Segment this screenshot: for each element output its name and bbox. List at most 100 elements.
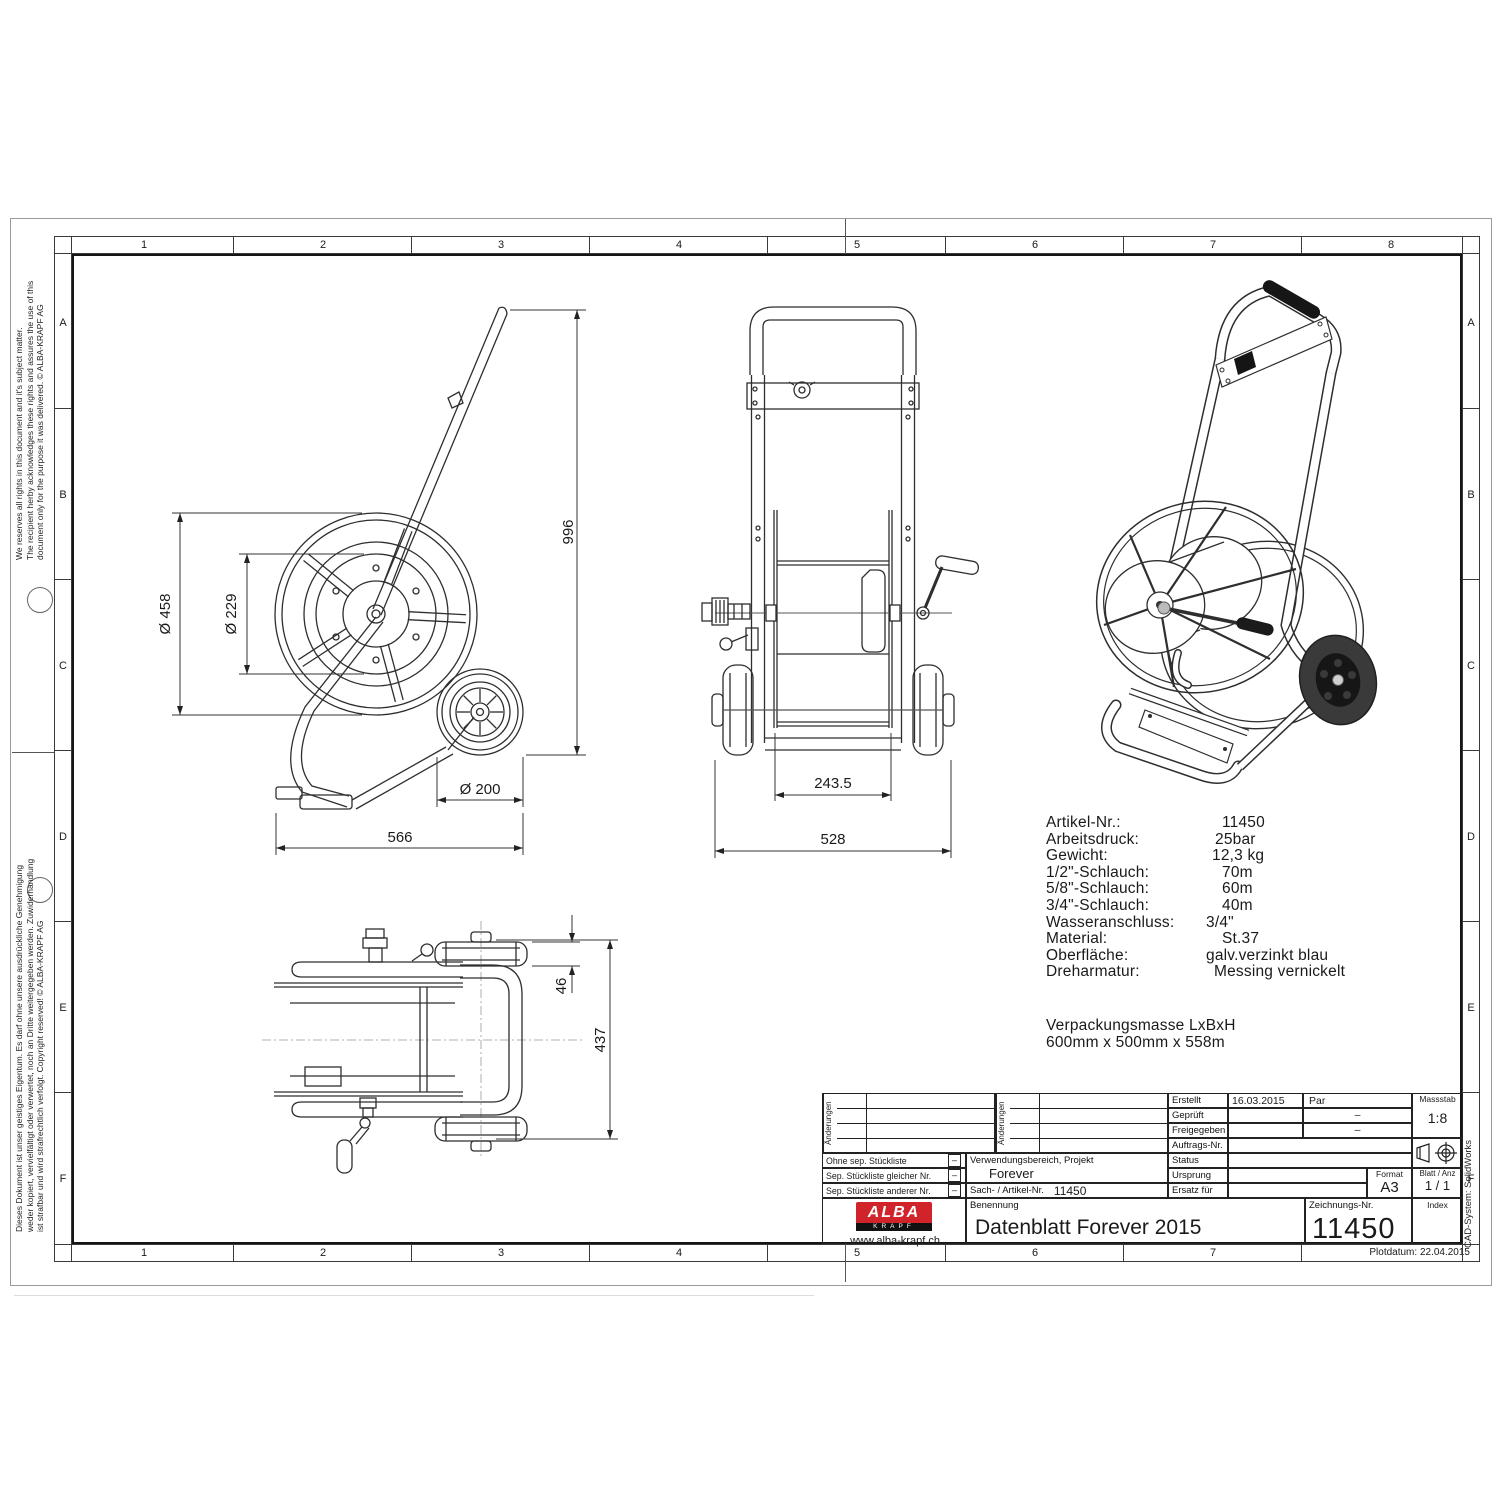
projection-symbol-cell: [1412, 1138, 1463, 1168]
spec-label: Wasseranschluss:: [1046, 913, 1175, 931]
drawing-frame: [72, 254, 1462, 1244]
packaging-value: 600mm x 500mm x 558m: [1046, 1033, 1225, 1051]
top-view-drawing: 46 437: [262, 915, 618, 1174]
copyright-notice-german: Dieses Dokument ist unser geistiges Eige…: [14, 858, 45, 1232]
meta-label: Ersatz für: [1168, 1183, 1228, 1198]
spec-value: 3/4": [1206, 913, 1234, 931]
border-col-label: 1: [140, 239, 148, 251]
meta-value: [1228, 1183, 1367, 1198]
spec-block: Artikel-Nr.:11450 Arbeitsdruck:25bar Gew…: [1046, 814, 1476, 1051]
blatt-label: Blatt / Anz: [1419, 1169, 1456, 1178]
plotdatum: Plotdatum: 22.04.2015: [1301, 1245, 1480, 1261]
stueckliste-checkbox: –: [948, 1154, 961, 1167]
spec-label: Material:: [1046, 930, 1108, 948]
benennung-cell: Benennung Datenblatt Forever 2015: [966, 1198, 1305, 1244]
border-row-label: C: [1463, 579, 1479, 751]
aenderungen-label: Änderungen: [996, 1094, 1011, 1152]
front-view-dimensions: [714, 733, 952, 858]
meta-value: 16.03.2015: [1228, 1093, 1303, 1108]
stueckliste-label: Sep. Stückliste anderer Nr.: [826, 1185, 931, 1196]
border-col-label: 1: [140, 1247, 148, 1259]
spec-value: 12,3 kg: [1212, 847, 1265, 865]
border-row-label: D: [1463, 750, 1479, 922]
punch-hole: [27, 587, 53, 613]
stueckliste-checkbox: –: [948, 1184, 961, 1197]
blatt-value: 1 / 1: [1424, 1178, 1451, 1193]
index-label: Index: [1427, 1200, 1448, 1210]
massstab-label: Massstab: [1419, 1094, 1456, 1104]
spec-value: 60m: [1222, 880, 1253, 898]
spec-value: 70m: [1222, 863, 1253, 881]
packaging-title: Verpackungsmasse LxBxH: [1046, 1016, 1236, 1034]
dim-label-width: 566: [387, 829, 412, 846]
stueckliste-row: Sep. Stückliste anderer Nr. –: [822, 1183, 966, 1198]
handle-grip: [1262, 280, 1321, 319]
dim-label-wheel-width: 46: [553, 978, 570, 995]
format-cell: Format A3: [1367, 1168, 1412, 1198]
border-col-label: 3: [411, 237, 590, 253]
centering-mark-left: [12, 752, 54, 753]
stueckliste-label: Sep. Stückliste gleicher Nr.: [826, 1170, 932, 1181]
blatt-cell: Blatt / Anz 1 / 1: [1412, 1168, 1463, 1198]
meta-label: Auftrags-Nr.: [1168, 1138, 1228, 1153]
crossbar-latch: [1234, 351, 1256, 375]
meta-label: Freigegeben: [1168, 1123, 1228, 1138]
project-label: Verwendungsbereich, Projekt: [970, 1155, 1094, 1166]
dim-label-flange-distance: 243.5: [814, 775, 852, 792]
border-band-top: 1 2 3 4 5 6 7 8: [54, 236, 1480, 254]
spec-label: 5/8"-Schlauch:: [1046, 880, 1150, 898]
index-cell: Index: [1412, 1198, 1463, 1244]
project-cell: Verwendungsbereich, Projekt Forever: [966, 1153, 1168, 1183]
meta-value: [1228, 1168, 1367, 1183]
dim-label-overall-width: 528: [820, 831, 845, 848]
meta-label: Status: [1168, 1153, 1228, 1168]
border-col-label: 2: [233, 237, 412, 253]
front-view-drawing: 243.5 528: [701, 306, 980, 858]
massstab-cell: Massstab 1:8: [1412, 1093, 1463, 1138]
border-col-label: 2: [233, 1245, 412, 1261]
spec-value: 40m: [1222, 896, 1253, 914]
crank-grip: [1236, 617, 1274, 636]
projection-symbol-icon: [1416, 1142, 1457, 1164]
border-col-label: 8: [1301, 237, 1480, 253]
border-row-label: E: [55, 921, 71, 1093]
meta-label: Geprüft: [1168, 1108, 1228, 1123]
project-value: Forever: [989, 1166, 1034, 1181]
logo-alba-text: ALBA: [856, 1202, 932, 1223]
border-col-label: 7: [1123, 237, 1302, 253]
artikel-label: Sach- / Artikel-Nr.: [970, 1185, 1044, 1196]
border-row-label: B: [1463, 408, 1479, 580]
aenderungen-label: Änderungen: [823, 1094, 838, 1152]
border-row-label: F: [55, 1092, 71, 1264]
artikel-cell: Sach- / Artikel-Nr. 11450: [966, 1183, 1168, 1198]
spec-value: galv.verzinkt blau: [1206, 946, 1329, 964]
spec-label: Oberfläche:: [1046, 946, 1129, 964]
side-view-dimensions: [172, 309, 586, 855]
centering-mark-top: [845, 219, 846, 254]
benennung-label: Benennung: [970, 1200, 1019, 1211]
dim-label-reel-inner: Ø 229: [223, 594, 240, 635]
logo-url: www.alba-krapf.ch: [850, 1235, 940, 1247]
border-band-bottom: 1 2 3 4 5 6 7 Plotdatum: 22.04.2015: [54, 1244, 1480, 1262]
spec-value: Messing vernickelt: [1214, 963, 1346, 981]
border-col-label: 5: [767, 237, 946, 253]
border-col-label: 4: [589, 237, 768, 253]
top-view-dimensions: [496, 915, 618, 1140]
spec-value: 25bar: [1215, 830, 1256, 848]
wheel-spokes: [457, 689, 503, 735]
side-view-drawing: Ø 458 Ø 229 996 Ø 200 566: [157, 306, 586, 855]
punch-hole: [27, 877, 53, 903]
dim-label-depth: 437: [592, 1027, 609, 1052]
dim-label-height: 996: [560, 519, 577, 544]
alba-krapf-logo: ALBA KRAPF: [856, 1202, 932, 1231]
zeichnungsnr-label: Zeichnungs-Nr.: [1309, 1200, 1374, 1211]
artikel-value: 11450: [1053, 1183, 1087, 1198]
stueckliste-checkbox: –: [948, 1169, 961, 1182]
border-col-label: 4: [589, 1245, 768, 1261]
format-value: A3: [1380, 1179, 1399, 1196]
sheet-shadow-line: [14, 1295, 814, 1296]
border-row-label: A: [1467, 316, 1475, 329]
border-row-label: D: [55, 750, 71, 922]
meta-value: [1228, 1123, 1303, 1138]
meta-value: [1228, 1153, 1412, 1168]
